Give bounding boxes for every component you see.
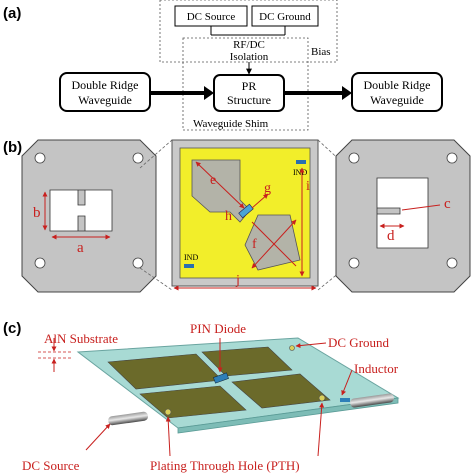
aln-substrate-edge <box>177 397 399 434</box>
dim-e-arrow <box>195 161 245 209</box>
right-waveguide-label-2: Waveguide <box>370 93 424 107</box>
dim-a-label: a <box>77 240 84 256</box>
pth-arrow-right <box>317 402 325 457</box>
pth-via <box>164 408 172 416</box>
zoom-line <box>139 267 173 291</box>
panel-c-3d-view: (c) AlN Substrate PIN Diode DC Ground In… <box>3 320 400 473</box>
bias-region <box>159 0 338 63</box>
pth-arrow-left <box>165 416 171 457</box>
left-plate-hole <box>34 257 46 269</box>
rf-dc-label-1: RF/DC <box>233 39 265 51</box>
pin-diode-label: PIN Diode <box>190 321 246 336</box>
right-aperture <box>376 177 429 249</box>
right-plate-hole <box>446 257 458 269</box>
inductor-label: Inductor <box>354 361 399 376</box>
rf-dc-label-2: Isolation <box>230 51 269 63</box>
bias-label: Bias <box>311 46 331 58</box>
left-plate-hole <box>34 152 46 164</box>
panel-b-label: (b) <box>3 139 22 156</box>
panel-a-label: (a) <box>3 5 21 22</box>
right-plate-hole <box>348 152 360 164</box>
dim-e-label: e <box>210 173 216 188</box>
dim-j-label: j <box>235 273 240 288</box>
pr-structure-label-1: PR <box>242 79 257 93</box>
left-plate-hole <box>132 152 144 164</box>
left-waveguide-label-1: Double Ridge <box>72 78 139 92</box>
dim-h-label: h <box>225 209 232 224</box>
inductor-arrow <box>341 369 353 396</box>
dc-ground-box-label: DC Ground <box>259 11 311 23</box>
dim-i-label: i <box>306 179 310 194</box>
signal-arrow-out-head <box>342 86 352 100</box>
inductor-component-top <box>296 160 306 164</box>
pr-structure-label-2: Structure <box>227 93 271 107</box>
dc-ground-arrow <box>295 342 327 349</box>
dc-source-arrow <box>85 423 111 451</box>
dc-ground-label: DC Ground <box>328 335 390 350</box>
waveguide-shim-label: Waveguide Shim <box>193 118 269 130</box>
inductor-3d <box>340 398 350 402</box>
right-plate-hole <box>446 152 458 164</box>
dim-f-label: f <box>252 237 257 252</box>
dim-d-label: d <box>387 228 395 244</box>
right-waveguide-box <box>351 72 443 112</box>
pth-via <box>289 345 295 351</box>
panel-c-label: (c) <box>3 320 21 337</box>
left-plate-hole <box>132 257 144 269</box>
pth-via <box>318 394 326 402</box>
inductor-component-bottom <box>184 264 194 268</box>
pth-label: Plating Through Hole (PTH) <box>150 458 300 473</box>
dim-g-label: g <box>264 181 271 196</box>
right-plate-hole <box>348 257 360 269</box>
right-waveguide-label-1: Double Ridge <box>364 78 431 92</box>
ind-bottom-label: IND <box>184 253 198 262</box>
panel-a-block-diagram: (a) Bias Waveguide Shim DC Source DC Gro… <box>3 0 443 131</box>
left-waveguide-label-2: Waveguide <box>78 93 132 107</box>
zoom-line <box>139 139 173 169</box>
dc-source-cylinder <box>108 411 148 426</box>
ind-top-label: IND <box>293 168 307 177</box>
dc-source-label: DC Source <box>22 458 80 473</box>
pin-diode-3d <box>213 372 229 384</box>
dim-c-label: c <box>444 196 451 212</box>
dim-f-diagonal <box>251 221 297 267</box>
pin-diode-component <box>238 203 254 219</box>
dc-ground-cylinder <box>350 393 394 408</box>
waveguide-shim-region <box>182 37 309 131</box>
dim-b-label: b <box>33 205 41 221</box>
dim-g-arrow <box>251 193 269 209</box>
dim-c-leader <box>401 204 441 211</box>
dc-source-box-label: DC Source <box>187 11 236 23</box>
patch-right <box>231 373 331 409</box>
zoom-line <box>317 267 346 291</box>
aln-substrate-label: AlN Substrate <box>44 331 118 346</box>
signal-arrow-in-head <box>204 86 214 100</box>
panel-b-layout: (b) b a IND IND e f <box>3 139 471 293</box>
double-ridge-aperture <box>49 189 113 232</box>
